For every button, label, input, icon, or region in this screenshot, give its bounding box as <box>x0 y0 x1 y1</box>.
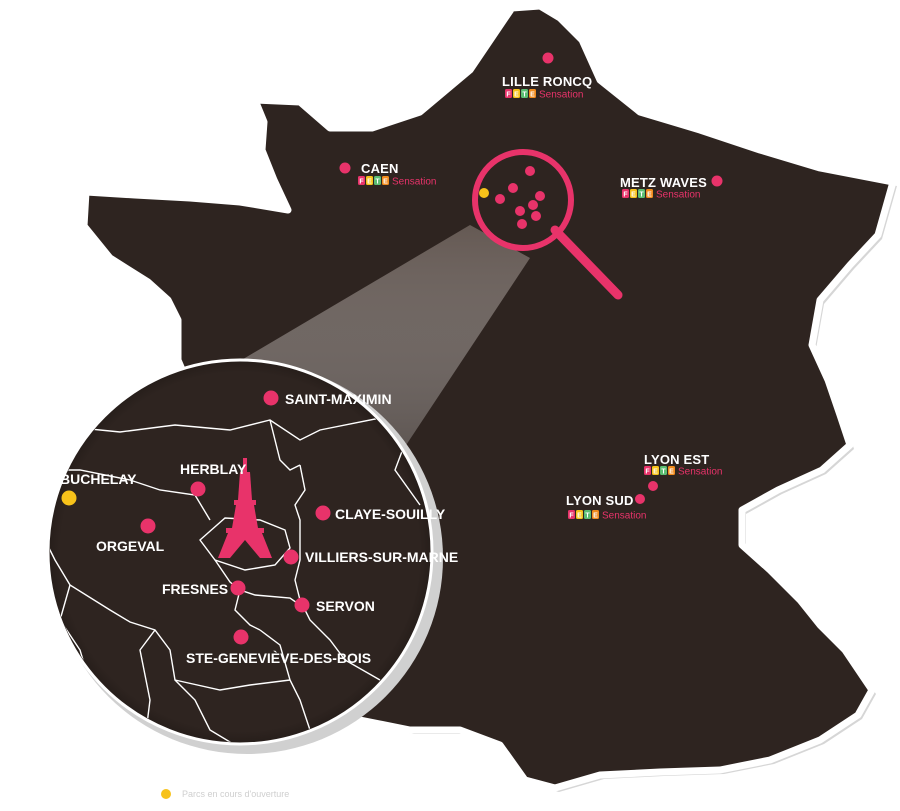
map-label: LYON SUD <box>566 493 634 508</box>
zoom-point-buchelay[interactable]: BUCHELAY <box>60 471 137 506</box>
brand-letter: E <box>383 179 388 186</box>
brand-letter-tile <box>638 189 645 198</box>
brand-letter: T <box>639 192 644 199</box>
legend-dot-icon <box>161 789 171 799</box>
brand-letter-tile <box>505 89 512 98</box>
brand-letter: F <box>645 469 650 476</box>
brand-letter-tile <box>568 510 575 519</box>
brand-letter-tile <box>529 89 536 98</box>
brand-letter: T <box>661 469 666 476</box>
brand-letter-tile <box>366 176 373 185</box>
magnifier-dots <box>479 166 545 229</box>
zoom-point-villiers-sur-marne[interactable]: VILLIERS-SUR-MARNE <box>283 549 459 565</box>
brand-letter-tile <box>592 510 599 519</box>
map-label: METZ WAVES <box>620 175 707 190</box>
zoom-label: SAINT-MAXIMIN <box>285 391 392 407</box>
brand-letter-tile <box>382 176 389 185</box>
brand-letter-tile <box>521 89 528 98</box>
zoom-label: CLAYE-SOUILLY <box>335 506 446 522</box>
brand-letter: E <box>367 179 372 186</box>
brand-letter-tile <box>668 466 675 475</box>
zoom-point-fresnes[interactable]: FRESNES <box>162 580 246 598</box>
brand-suffix: Sensation <box>392 177 436 188</box>
zoom-point-ste-genevieve-des-bois[interactable]: STE-GENEVIÈVE-DES-BOIS <box>186 629 371 667</box>
brand-letter: E <box>577 513 582 520</box>
brand-letter-tile <box>644 466 651 475</box>
brand-letter-tile <box>652 466 659 475</box>
magnifier-icon[interactable] <box>472 149 623 300</box>
zoom-label: VILLIERS-SUR-MARNE <box>305 549 458 565</box>
zoom-circle <box>46 358 443 754</box>
brand-letter-tile <box>513 89 520 98</box>
brand-letter: T <box>585 513 590 520</box>
brand-letter: F <box>623 192 628 199</box>
zoom-label: SERVON <box>316 598 375 614</box>
brand-letter-tile <box>358 176 365 185</box>
brand-letter: F <box>506 92 511 99</box>
legend: Parcs en cours d'ouverture <box>161 789 289 799</box>
brand-letter: E <box>647 192 652 199</box>
brand-letter-tile <box>374 176 381 185</box>
zoom-point-saint-maximin[interactable]: SAINT-MAXIMIN <box>263 390 392 408</box>
brand-letter: E <box>530 92 535 99</box>
map-label: LILLE RONCQ <box>502 74 592 89</box>
brand-letter-tile <box>584 510 591 519</box>
brand-letter-tile <box>630 189 637 198</box>
brand-letter: E <box>593 513 598 520</box>
zoom-point-herblay[interactable]: HERBLAY <box>180 461 247 497</box>
brand-letter: T <box>375 179 380 186</box>
zoom-label: ORGEVAL <box>96 538 165 554</box>
map-label: LYON EST <box>644 452 709 467</box>
zoom-point-claye-souilly[interactable]: CLAYE-SOUILLY <box>315 505 446 523</box>
brand-suffix: Sensation <box>539 90 583 101</box>
zoom-point-servon[interactable]: SERVON <box>294 597 375 615</box>
eiffel-tower-icon <box>218 458 272 558</box>
brand-letter: E <box>653 469 658 476</box>
brand-suffix: Sensation <box>678 467 722 478</box>
brand-suffix: Sensation <box>656 190 700 201</box>
brand-letter-tile <box>622 189 629 198</box>
zoom-label: STE-GENEVIÈVE-DES-BOIS <box>186 650 371 666</box>
brand-letter-tile <box>646 189 653 198</box>
zoom-point-orgeval[interactable]: ORGEVAL <box>96 518 165 555</box>
map-label: CAEN <box>361 161 399 176</box>
brand-letter: E <box>514 92 519 99</box>
brand-letter-tile <box>660 466 667 475</box>
brand-suffix: Sensation <box>602 511 646 522</box>
zoom-label: FRESNES <box>162 581 228 597</box>
brand-letter-tile <box>576 510 583 519</box>
brand-letter: E <box>669 469 674 476</box>
brand-letter: F <box>569 513 574 520</box>
zoom-label: BUCHELAY <box>60 471 137 487</box>
brand-letter: F <box>359 179 364 186</box>
legend-text: Parcs en cours d'ouverture <box>182 789 289 799</box>
zoom-label: HERBLAY <box>180 461 247 477</box>
brand-letter: E <box>631 192 636 199</box>
brand-letter: T <box>522 92 527 99</box>
